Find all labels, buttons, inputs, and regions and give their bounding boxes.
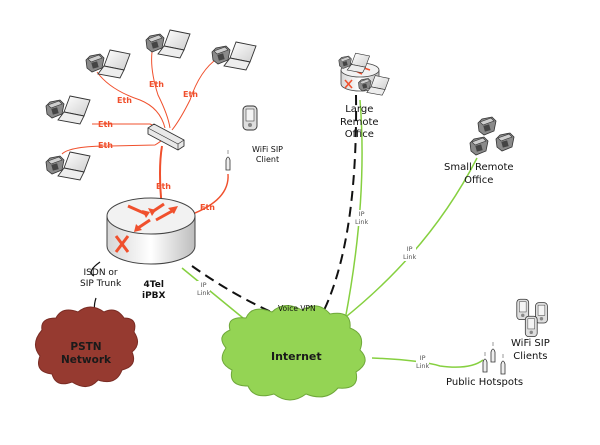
ip-link-pbx xyxy=(181,267,244,319)
workstation-icon xyxy=(212,42,256,70)
internet-cloud xyxy=(221,305,366,401)
ip-link-large-office xyxy=(344,99,363,321)
access-point-icon xyxy=(225,149,231,171)
ip-link-small-office xyxy=(341,157,478,321)
eth-link-3 xyxy=(171,57,219,131)
ip-link-label: IP Link xyxy=(197,281,211,298)
eth-label: Eth xyxy=(98,141,113,150)
workstation-icons xyxy=(46,30,256,180)
public-hotspots-icon[interactable] xyxy=(482,341,506,375)
trunk-label: ISDN or SIP Trunk xyxy=(80,268,122,290)
small-remote-office-icon[interactable] xyxy=(469,116,515,156)
eth-link-1 xyxy=(96,71,166,129)
eth-links xyxy=(61,51,229,216)
eth-link-5 xyxy=(61,139,163,155)
eth-label: Eth xyxy=(183,90,198,99)
eth-label: Eth xyxy=(98,120,113,129)
workstation-icon xyxy=(146,30,190,58)
vpn-link-large-office xyxy=(317,94,358,323)
workstation-icon xyxy=(46,152,90,180)
wifi-sip-clients-icon[interactable] xyxy=(516,298,548,338)
pstn-cloud xyxy=(35,306,138,387)
vpn-links xyxy=(191,94,358,323)
ethernet-switch-icon[interactable] xyxy=(147,123,185,151)
ip-link-label: IP Link xyxy=(416,354,430,371)
ip-link-label: IP Link xyxy=(403,245,417,262)
eth-label: Eth xyxy=(200,203,215,212)
small-remote-office-label: Small Remote Office xyxy=(444,162,514,186)
large-remote-office-icon[interactable] xyxy=(339,53,389,95)
pstn-label: PSTN Network xyxy=(61,341,112,367)
pbx-label: 4Tel iPBX xyxy=(142,280,166,302)
workstation-icon xyxy=(86,50,130,78)
internet-label: Internet xyxy=(271,350,322,363)
eth-link-2 xyxy=(151,51,171,129)
eth-label: Eth xyxy=(149,80,164,89)
workstation-icon xyxy=(46,96,90,124)
wifi-sip-clients-label: WiFi SIP Clients xyxy=(511,338,550,362)
public-hotspots-label: Public Hotspots xyxy=(446,377,524,388)
wifi-sip-client-label: WiFi SIP Client xyxy=(252,145,284,164)
pbx-router-icon[interactable] xyxy=(106,197,196,265)
ip-link-hotspots xyxy=(371,357,484,368)
ip-links xyxy=(181,99,484,368)
eth-link-7 xyxy=(189,173,229,216)
ip-link-label: IP Link xyxy=(355,210,369,227)
voice-vpn-label: Voice VPN xyxy=(278,304,316,313)
eth-label: Eth xyxy=(117,96,132,105)
large-remote-office-label: Large Remote Office xyxy=(340,104,379,140)
eth-label: Eth xyxy=(156,182,171,191)
